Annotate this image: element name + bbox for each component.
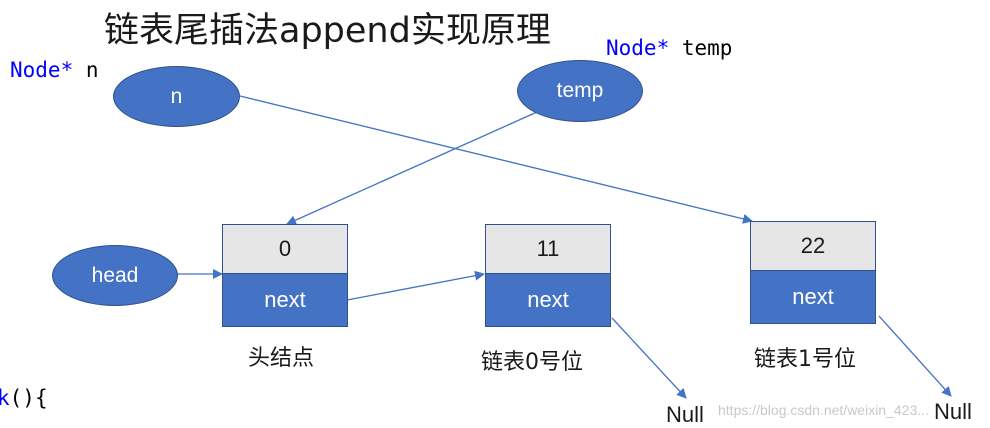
csdn-watermark: https://blog.csdn.net/weixin_423... <box>718 402 929 418</box>
pointer-head-label: head <box>91 263 139 287</box>
null-label-2: Null <box>934 399 972 424</box>
node-n-type: Node* <box>10 58 74 82</box>
node-n-name: n <box>85 58 99 82</box>
node-value-cell: 0 <box>223 225 347 274</box>
node-caption-1: 链表1号位 <box>754 347 856 372</box>
node-value-cell: 22 <box>751 222 875 271</box>
partial-line-rest: (){ <box>9 386 48 410</box>
linked-list-node-1: 22 next <box>750 221 876 324</box>
node-value-cell: 11 <box>486 225 610 274</box>
node-temp-type: Node* <box>606 36 670 60</box>
partial-line-keyword: k <box>0 386 10 410</box>
null-label-1: Null <box>666 402 704 427</box>
linked-list-node-head: 0 next <box>222 224 348 327</box>
arrow-node11-next-to-null <box>611 317 687 399</box>
node-temp-name: temp <box>681 36 733 60</box>
pointer-head-ellipse: head <box>52 245 178 306</box>
code-label-node-n: Node* n <box>10 58 99 82</box>
pointer-n-label: n <box>170 84 183 108</box>
node-next-cell: next <box>751 271 875 323</box>
linked-list-node-0: 11 next <box>485 224 611 327</box>
arrow-n-to-node-22 <box>239 95 753 224</box>
pointer-n-ellipse: n <box>113 66 240 127</box>
arrow-node0-next-to-node11 <box>346 270 485 301</box>
node-caption-0: 链表0号位 <box>481 350 583 375</box>
arrow-temp-to-head-node <box>286 111 538 225</box>
pointer-temp-label: temp <box>556 79 604 102</box>
code-label-partial-line: k(){ <box>0 386 48 410</box>
node-next-cell: next <box>486 274 610 326</box>
diagram-title: 链表尾插法append实现原理 <box>104 11 551 51</box>
node-next-cell: next <box>223 274 347 326</box>
arrow-node22-next-to-null <box>878 315 952 397</box>
node-caption-head: 头结点 <box>248 346 315 371</box>
code-label-node-temp: Node* temp <box>606 36 732 60</box>
pointer-temp-ellipse: temp <box>517 60 643 122</box>
